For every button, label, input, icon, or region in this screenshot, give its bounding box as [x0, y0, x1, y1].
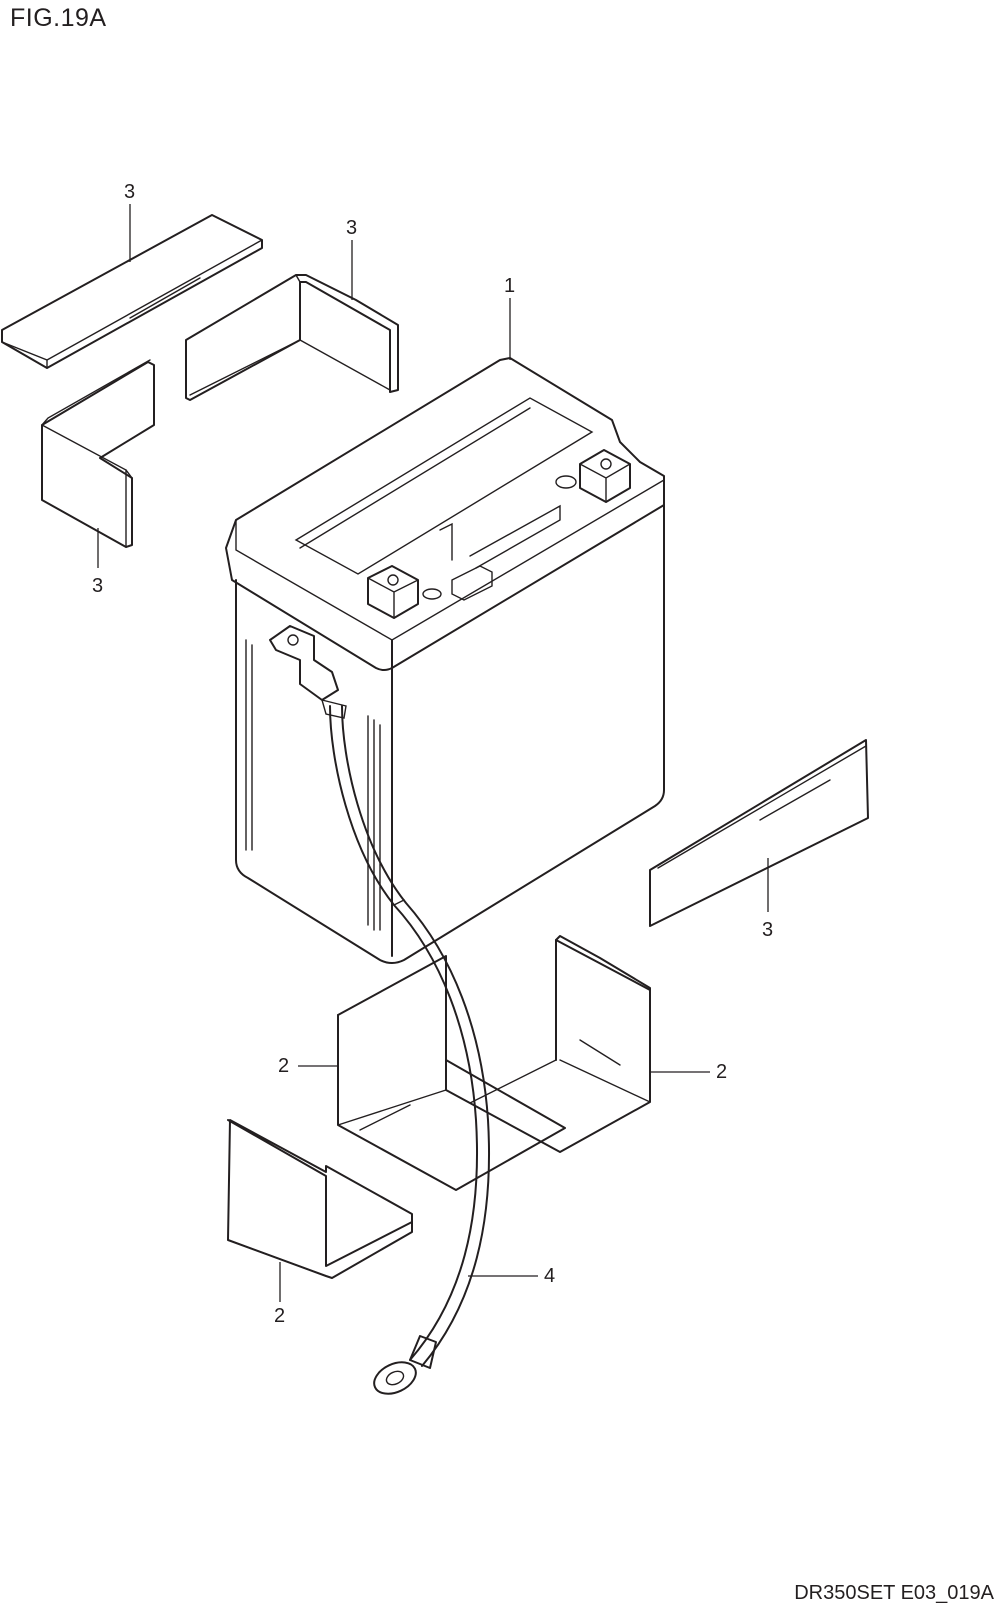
leader-lines [97, 204, 769, 1302]
pad-right-part[interactable] [649, 739, 869, 927]
pad-top-left-part[interactable] [1, 214, 263, 369]
battery-case-right-part[interactable] [337, 935, 651, 1191]
callout-3-pad-left: 3 [92, 575, 103, 597]
callout-1-battery: 1 [504, 275, 515, 297]
callout-2-case-right: 2 [716, 1061, 727, 1083]
callout-2-case-small: 2 [274, 1305, 285, 1327]
battery-case-small-part[interactable] [227, 1119, 413, 1279]
callout-3-pad-right: 3 [762, 919, 773, 941]
callout-3-pad-top-left: 3 [124, 181, 135, 203]
figure-title: FIG.19A [10, 4, 107, 32]
pad-top-middle-part[interactable] [185, 274, 399, 401]
drawing-code: DR350SET E03_019A [794, 1582, 994, 1604]
callout-3-pad-top-middle: 3 [346, 217, 357, 239]
callout-2-case-left: 2 [278, 1055, 289, 1077]
callout-4-hose: 4 [544, 1265, 555, 1287]
battery-part[interactable] [225, 357, 665, 964]
pad-left-part[interactable] [41, 359, 155, 548]
breather-hose-part[interactable] [320, 699, 491, 1400]
